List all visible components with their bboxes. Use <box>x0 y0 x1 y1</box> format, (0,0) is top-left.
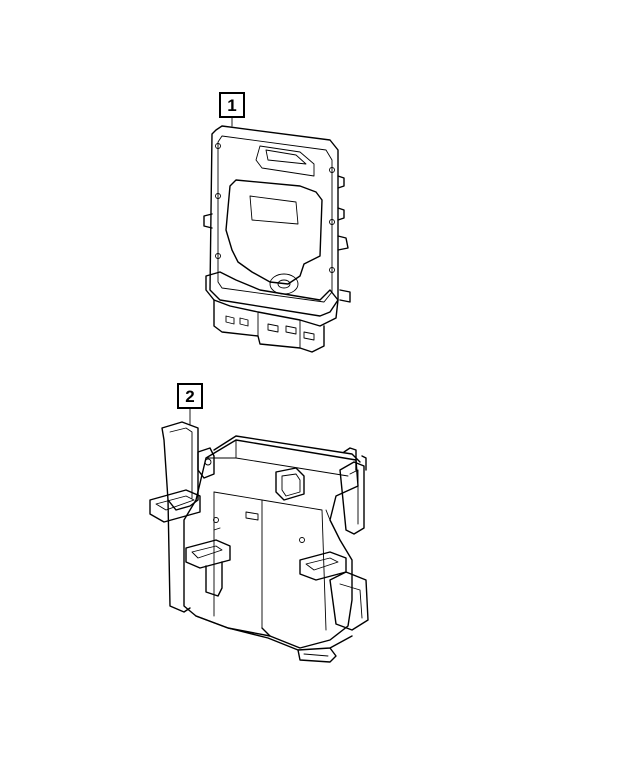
module-bracket-drawing[interactable] <box>149 408 369 663</box>
callout-1[interactable]: 1 <box>219 92 245 118</box>
callout-2-label: 2 <box>185 386 195 406</box>
callout-2[interactable]: 2 <box>177 383 203 409</box>
callout-1-label: 1 <box>227 95 237 115</box>
engine-control-module-drawing[interactable] <box>203 117 351 353</box>
